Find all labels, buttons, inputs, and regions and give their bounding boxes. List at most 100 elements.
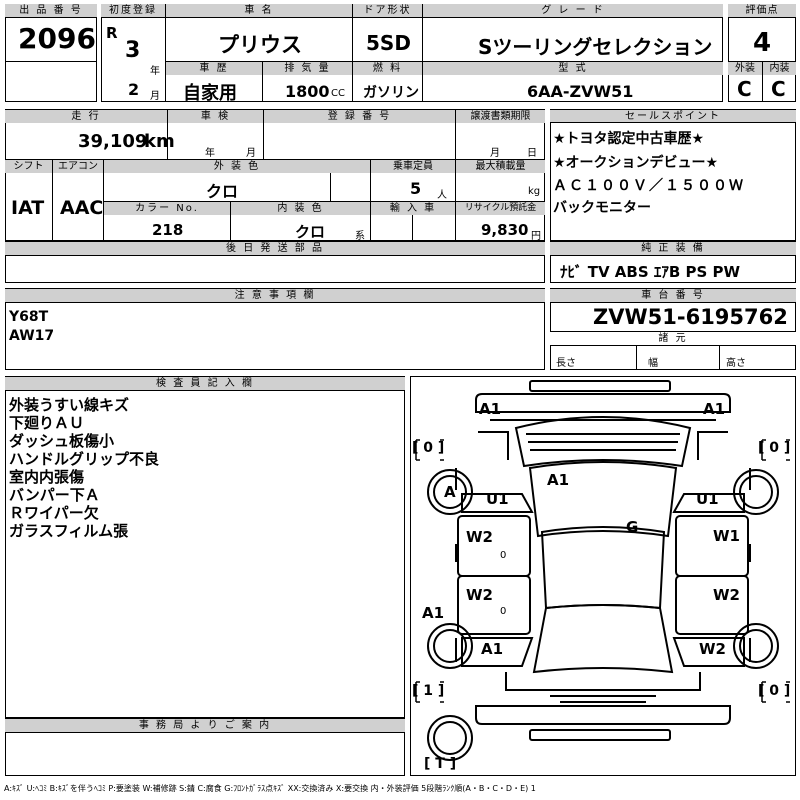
lot-number: 2096 xyxy=(18,22,96,55)
genuine-equipment: ﾅﾋﾞ TV ABS ｴｱB PS PW xyxy=(560,263,741,281)
later-parts-block xyxy=(5,241,545,283)
rear-door-left-damage: W2 xyxy=(466,586,493,604)
car-outline-diagram xyxy=(415,380,790,761)
door-type: 5SD xyxy=(366,31,411,55)
capacity: 5 xyxy=(410,179,422,198)
month-unit: 月 xyxy=(150,91,160,102)
cc-unit: CC xyxy=(331,88,345,99)
height-label: 高さ xyxy=(726,358,746,369)
inspector-note-6: バンパー下Ａ xyxy=(9,486,100,504)
rear-fender-left-damage: A1 xyxy=(422,604,445,622)
length-label: 長さ xyxy=(556,358,576,369)
mileage-unit: km xyxy=(144,131,175,152)
bracket-bottom-left: [ 1 ] xyxy=(412,683,445,699)
interior-label: 内装 xyxy=(763,62,796,75)
capacity-label: 乗車定員 xyxy=(371,160,455,173)
chassis-block xyxy=(550,288,796,370)
recycle-unit: 円 xyxy=(531,231,541,242)
chassis-label: 車 台 番 号 xyxy=(550,289,796,302)
front-wheel-left-damage: A xyxy=(444,483,456,501)
reg-year: 3 xyxy=(125,38,141,63)
chassis-number: ZVW51-6195762 xyxy=(593,305,788,329)
door-count-left-rear: 0 xyxy=(500,606,507,617)
office-block xyxy=(5,718,405,776)
sales-point-1: ★トヨタ認定中古車歴★ xyxy=(553,131,705,147)
ext-color: クロ xyxy=(206,182,239,201)
office-label: 事 務 局 よ り ご 案 内 xyxy=(5,719,405,732)
sales-point-block xyxy=(550,109,796,241)
max-load-label: 最大積載量 xyxy=(456,160,545,173)
rear-quarter-left-damage: A1 xyxy=(481,640,504,658)
inspection-year-unit: 年 xyxy=(205,148,215,159)
history: 自家用 xyxy=(183,83,237,104)
displacement: 1800 xyxy=(285,82,330,101)
door-label: ドア形状 xyxy=(353,4,422,17)
shift-label: シフト xyxy=(5,160,52,173)
inspector-block xyxy=(5,376,405,718)
width-label: 幅 xyxy=(648,358,658,369)
first-reg-label: 初度登録 xyxy=(101,4,165,17)
inspector-note-2: 下廻りＡＵ xyxy=(9,414,85,432)
front-door-left-damage: W2 xyxy=(466,528,493,546)
note-1: Y68T xyxy=(9,309,49,325)
history-label: 車 歴 xyxy=(166,62,262,75)
inspector-note-5: 室内内張傷 xyxy=(9,468,85,486)
bracket-top-left: [ 0 ] xyxy=(412,440,445,456)
sales-point-label: セールスポイント xyxy=(550,110,796,123)
era: R xyxy=(106,24,118,42)
score-label: 評価点 xyxy=(728,4,796,17)
inspection-label: 車 検 xyxy=(168,110,263,123)
front-fender-left-damage: U1 xyxy=(486,490,509,508)
color-no-label: カラー No. xyxy=(104,202,230,215)
grade: Sツーリングセレクション xyxy=(478,35,713,59)
note-2: AW17 xyxy=(9,328,55,344)
inspector-note-4: ハンドルグリップ不良 xyxy=(9,450,160,468)
model-code: 6AA-ZVW51 xyxy=(527,82,634,101)
exterior-score: C xyxy=(737,77,752,101)
specs-label: 諸 元 xyxy=(550,332,796,345)
sales-point-4: バックモニター xyxy=(553,200,651,216)
sales-point-2: ★オークションデビュー★ xyxy=(553,155,719,171)
import-label: 輸 入 車 xyxy=(371,202,455,215)
transfer-label: 譲渡書類期限 xyxy=(456,110,545,123)
door-count-left: 0 xyxy=(500,550,507,561)
bracket-tire: [ T ] xyxy=(424,756,457,772)
color-no: 218 xyxy=(152,221,184,239)
int-color-unit: 系 xyxy=(355,231,365,242)
rear-door-right-damage: W2 xyxy=(713,586,740,604)
inspector-note-8: ガラスフィルム張 xyxy=(9,522,129,540)
info-block xyxy=(5,109,545,241)
car-name-label: 車 名 xyxy=(166,4,352,17)
damage-diagram xyxy=(410,376,796,776)
car-name: プリウス xyxy=(218,33,302,57)
hood-damage: A1 xyxy=(547,471,570,489)
recycle-label: リサイクル預託金 xyxy=(456,202,545,215)
front-fender-right-damage: U1 xyxy=(696,490,719,508)
model-label: 型 式 xyxy=(423,62,723,75)
fuel-label: 燃 料 xyxy=(353,62,422,75)
front-left-damage: A1 xyxy=(479,400,502,418)
bracket-top-right: [ 0 ] xyxy=(758,440,791,456)
aircon-label: エアコン xyxy=(53,160,103,173)
genuine-block xyxy=(550,241,796,283)
rear-quarter-right-damage: W2 xyxy=(699,640,726,658)
exterior-label: 外装 xyxy=(728,62,762,75)
inspection-month-unit: 月 xyxy=(246,148,256,159)
transfer-month-unit: 月 xyxy=(490,148,500,159)
recycle: 9,830 xyxy=(481,221,529,239)
front-right-damage: A1 xyxy=(703,400,726,418)
notes-block xyxy=(5,288,545,370)
ext-color-label: 外 装 色 xyxy=(104,160,370,173)
front-door-right-damage: W1 xyxy=(713,527,740,545)
displacement-label: 排 気 量 xyxy=(263,62,352,75)
int-color-label: 内 装 色 xyxy=(231,202,370,215)
genuine-label: 純 正 装 備 xyxy=(550,242,796,255)
fuel: ガソリン xyxy=(363,85,419,101)
lot-label: 出 品 番 号 xyxy=(5,4,97,17)
reg-month: 2 xyxy=(128,80,140,99)
load-unit: kg xyxy=(528,186,541,197)
sales-point-3: ＡＣ１００Ｖ／１５００Ｗ xyxy=(553,178,745,194)
registration-label: 登 録 番 号 xyxy=(264,110,455,123)
inspector-note-3: ダッシュ板傷小 xyxy=(9,432,115,450)
capacity-unit: 人 xyxy=(437,190,447,201)
